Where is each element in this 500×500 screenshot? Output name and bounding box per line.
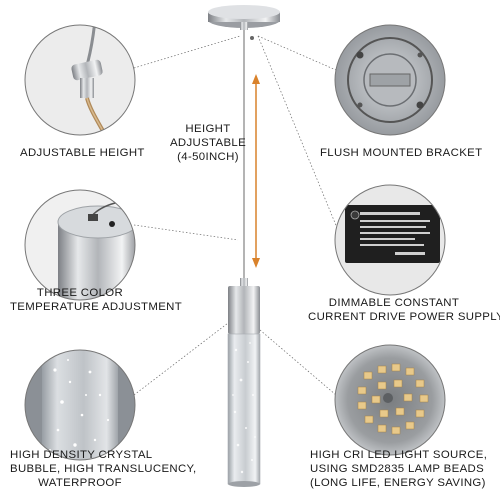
led-board-detail — [334, 344, 446, 456]
flush-bracket-detail — [334, 24, 446, 136]
caption-three-color: THREE COLOR TEMPERATURE ADJUSTMENT — [10, 287, 183, 313]
caption-flush-mounted: FLUSH MOUNTED BRACKET — [320, 147, 483, 159]
three-color-detail — [24, 189, 136, 301]
height-arrow — [252, 74, 260, 268]
caption-adjustable-height: ADJUSTABLE HEIGHT — [20, 147, 145, 159]
power-driver-detail — [334, 184, 446, 296]
caption-height-adjustable: HEIGHT ADJUSTABLE (4-50INCH) — [169, 123, 247, 163]
caption-led: HIGH CRI LED LIGHT SOURCE, USING SMD2835… — [310, 449, 488, 489]
leader-lines — [133, 35, 341, 396]
ceiling-canopy — [208, 5, 280, 40]
crystal-bubble-detail — [24, 349, 136, 461]
pendant-fixture — [227, 278, 261, 487]
caption-crystal: HIGH DENSITY CRYSTAL BUBBLE, HIGH TRANSL… — [10, 449, 197, 489]
adjustable-height-detail — [24, 24, 136, 136]
caption-dimmable: DIMMABLE CONSTANT CURRENT DRIVE POWER SU… — [308, 297, 500, 323]
